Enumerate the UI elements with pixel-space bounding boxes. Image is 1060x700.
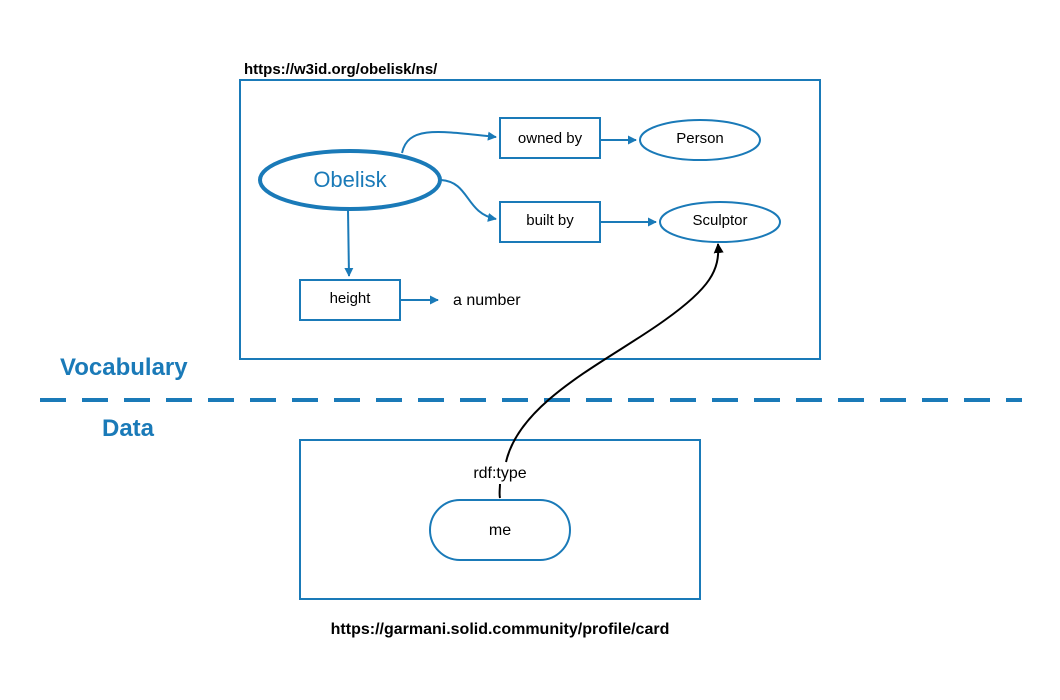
a-number-label: a number <box>453 292 521 309</box>
built-by-node <box>499 201 601 243</box>
sculptor-label: Sculptor <box>692 212 747 229</box>
obelisk-height-edge <box>344 209 354 277</box>
data-box <box>299 439 701 600</box>
me-label: me <box>489 522 511 539</box>
rdf-type-label: rdf:type <box>473 465 526 482</box>
obelisk-owned-by-edge <box>401 131 497 154</box>
height-label: height <box>330 290 372 307</box>
data-url: https://garmani.solid.community/profile/… <box>331 621 670 638</box>
built-by-label: built by <box>526 212 574 229</box>
person-node <box>639 119 761 161</box>
obelisk-built-by-edge <box>440 179 497 222</box>
obelisk-label: Obelisk <box>313 167 387 192</box>
obelisk-node <box>258 149 442 211</box>
person-label: Person <box>676 130 724 147</box>
vocabulary-section-label: Vocabulary <box>60 354 188 381</box>
me-node <box>429 499 571 561</box>
rdf-type-edge <box>498 244 719 499</box>
owned-by-label: owned by <box>518 130 583 147</box>
data-section-label: Data <box>102 415 155 442</box>
vocabulary-box <box>239 79 821 360</box>
owned-by-node <box>499 117 601 159</box>
vocabulary-url: https://w3id.org/obelisk/ns/ <box>244 61 438 78</box>
